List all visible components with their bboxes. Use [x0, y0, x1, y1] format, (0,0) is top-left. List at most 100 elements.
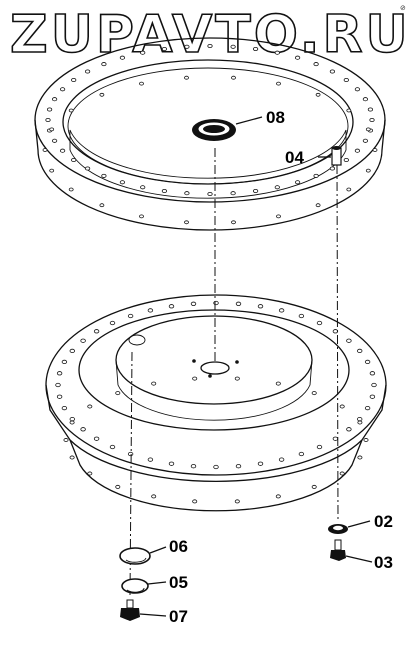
plug-part	[120, 599, 140, 621]
bolt-hole	[369, 117, 375, 123]
bolt-hole	[311, 484, 317, 489]
bolt-hole	[369, 371, 376, 376]
bolt-hole	[276, 81, 281, 86]
bolt-hole	[68, 187, 74, 192]
bolt-hole	[357, 348, 363, 354]
bolt-hole	[371, 382, 377, 388]
bolt-hole	[357, 416, 363, 422]
bolt-hole	[363, 438, 369, 442]
bolt-hole	[298, 451, 305, 457]
bolt-hole	[253, 188, 259, 194]
part-label-04: 04	[285, 148, 304, 167]
bolt-hole	[364, 405, 371, 411]
bolt-hole	[294, 55, 301, 60]
bolt-hole	[63, 438, 69, 442]
bolt-hole	[85, 69, 91, 74]
bolt-hole	[45, 117, 51, 123]
bolt-hole	[55, 382, 61, 388]
bolt-hole	[80, 427, 86, 432]
bolt-hole	[99, 92, 105, 97]
bolt-hole	[147, 457, 154, 462]
bolt-hole	[316, 320, 323, 326]
bolt-hole	[109, 320, 116, 326]
bolt-hole	[257, 461, 264, 466]
bolt-hole	[59, 148, 66, 153]
bolt-hole	[87, 404, 93, 409]
bolt-hole	[313, 173, 319, 178]
bolt-hole	[140, 50, 146, 55]
bolt-hole	[161, 46, 167, 52]
bolt-hole	[313, 62, 319, 67]
bolt-hole	[190, 301, 197, 306]
bolt-hole	[184, 44, 190, 49]
bolt-hole	[369, 394, 376, 399]
bolt-hole	[80, 338, 86, 343]
bolt-hole	[207, 191, 213, 197]
bolt-hole	[115, 484, 121, 489]
bolt-hole	[51, 138, 58, 143]
bolt-hole	[346, 108, 352, 113]
bolt-hole	[69, 416, 75, 422]
bolt-hole	[316, 444, 323, 450]
bolt-hole	[168, 461, 175, 466]
bolt-hole	[69, 420, 75, 425]
bolt-hole	[235, 301, 242, 306]
lower-bolt-holes	[55, 300, 377, 504]
bolt-hole	[275, 381, 281, 386]
corner-mark: ⊘	[400, 4, 406, 12]
bolt-hole	[99, 203, 105, 208]
bolt-hole	[69, 455, 75, 460]
ring-06-part	[119, 547, 151, 565]
bolt-hole	[87, 471, 93, 476]
bolt-hole	[253, 46, 259, 52]
bolt-hole	[329, 166, 335, 171]
upper-ring-flange	[34, 37, 386, 231]
bolt-hole	[357, 455, 363, 460]
bolt-hole	[71, 77, 77, 83]
bolt-hole	[364, 359, 371, 365]
bolt-hole	[119, 55, 126, 60]
part-label-03: 03	[374, 553, 393, 572]
bolt-hole	[101, 62, 107, 67]
oil-seal-part	[192, 119, 236, 141]
bolt-hole	[354, 87, 360, 92]
bolt-hole	[311, 391, 317, 396]
bolt-hole	[365, 168, 371, 173]
bolt-hole	[192, 499, 198, 504]
part-label-07: 07	[169, 607, 188, 626]
bolt-hole	[230, 191, 236, 196]
bolt-hole	[231, 75, 236, 80]
upper-bolt-holes	[42, 43, 378, 225]
bolt-hole	[234, 376, 240, 381]
bolt-hole	[339, 404, 345, 409]
bolt-hole	[127, 451, 134, 457]
bolt-hole	[49, 127, 55, 132]
bolt-hole	[234, 499, 240, 504]
bolt-hole	[213, 300, 219, 306]
bolt-hole	[147, 308, 154, 313]
bolt-hole	[357, 420, 363, 425]
bolt-hole	[362, 138, 368, 143]
bolt-hole	[346, 338, 352, 343]
bolt-hole	[93, 329, 100, 334]
bolt-hole	[139, 81, 144, 86]
bolt-hole	[49, 168, 55, 173]
bolt-hole	[51, 97, 58, 102]
bolt-hole	[365, 127, 371, 132]
bolt-hole	[109, 444, 116, 450]
part-label-05: 05	[169, 573, 188, 592]
bolt-hole	[101, 173, 107, 178]
bolt-hole	[354, 148, 360, 153]
bolt-hole	[56, 371, 63, 376]
bolt-hole	[343, 157, 349, 163]
bolt-hole	[339, 471, 345, 476]
bolt-hole	[362, 97, 368, 102]
plug-axis-line	[129, 351, 133, 596]
bolt-hole	[235, 464, 242, 469]
bolt-hole	[151, 494, 157, 499]
part-label-02: 02	[374, 512, 393, 531]
bolt-hole	[151, 381, 157, 386]
bolt-hole	[184, 220, 189, 225]
bolt-hole	[367, 107, 373, 112]
